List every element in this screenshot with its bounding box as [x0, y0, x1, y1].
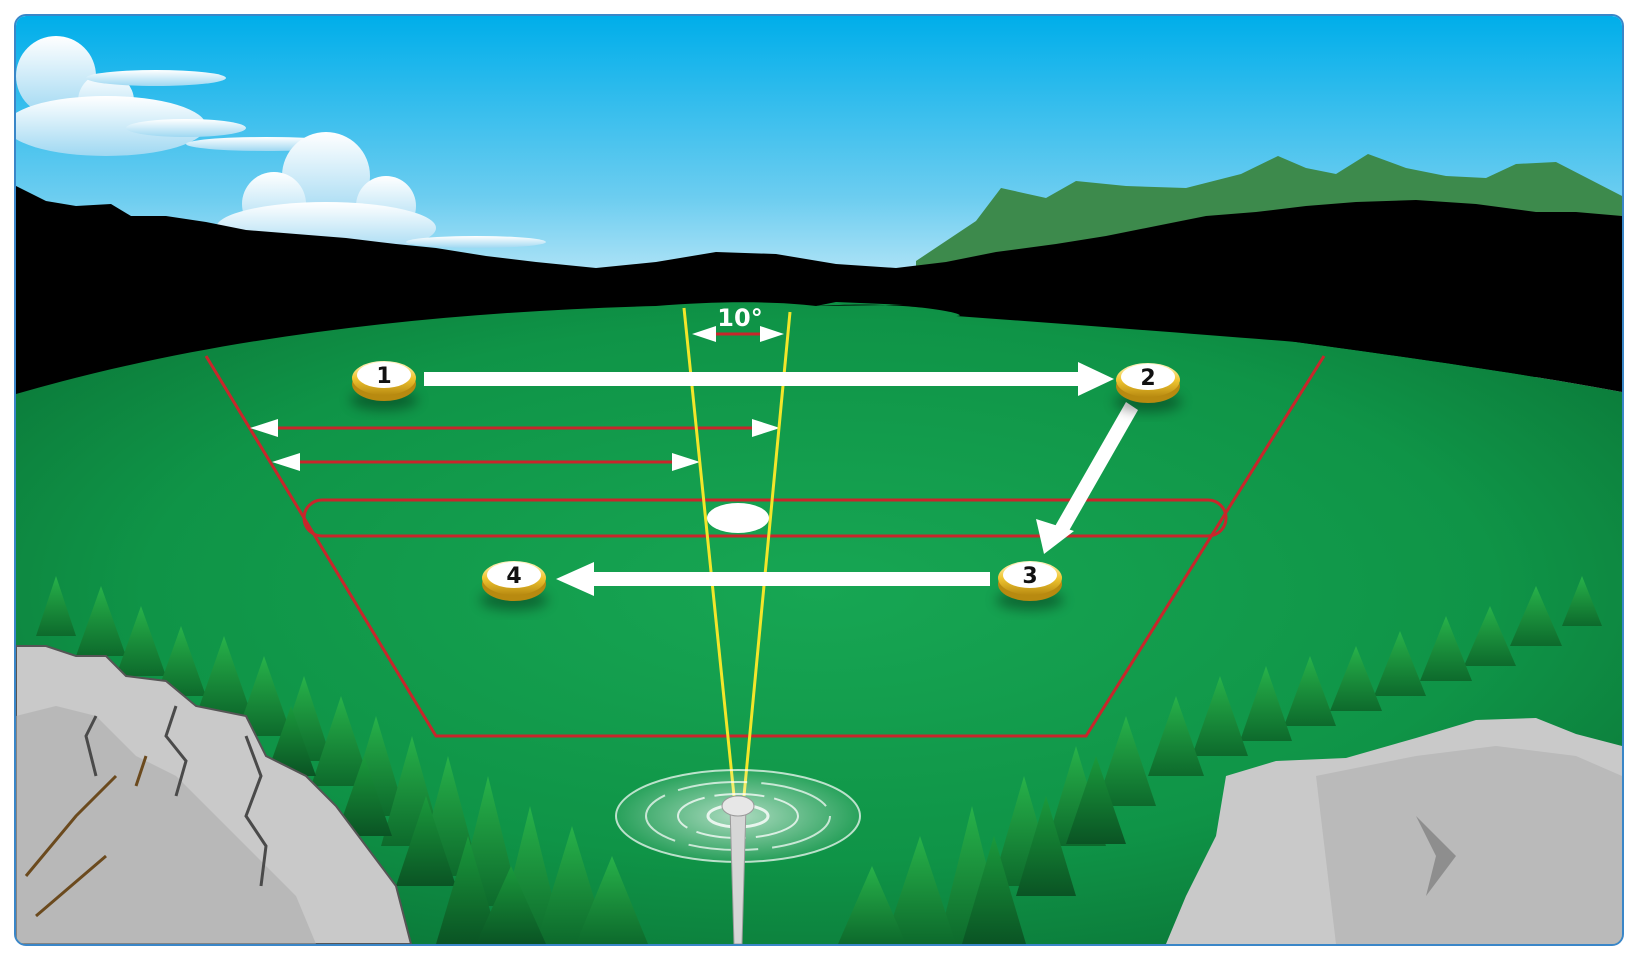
- angle-label: 10°: [717, 304, 762, 332]
- waypoint-marker-icon: 4: [480, 561, 548, 610]
- path-arrow-3-to-4: [556, 562, 990, 596]
- path-arrow-1-to-2: [424, 362, 1114, 396]
- waypoint-label: 4: [506, 564, 521, 589]
- waypoint-label: 3: [1022, 564, 1037, 589]
- illustration-frame: 10° 1 2 3 4: [14, 14, 1624, 946]
- rock-icon: [1166, 718, 1622, 944]
- waypoint-marker-icon: 1: [350, 361, 418, 410]
- distance-arrow-upper: [250, 419, 780, 437]
- survey-area-boundary: [204, 355, 1326, 738]
- waypoint-label: 1: [376, 364, 391, 389]
- distance-arrow-lower: [272, 453, 700, 471]
- waypoint-label: 2: [1140, 366, 1155, 391]
- pass-lane: [302, 498, 1228, 538]
- path-arrow-2-to-3: [1036, 402, 1138, 554]
- target-spot: [707, 503, 769, 533]
- rock-icon: [16, 645, 413, 944]
- drone-icon: [615, 769, 861, 944]
- cloud-icon: [216, 132, 546, 254]
- view-angle-lines: [682, 307, 792, 797]
- treeline-fringe: [816, 304, 1622, 392]
- forest-right-back: [962, 756, 1126, 944]
- flight-pattern-diagram: 10° 1 2 3 4: [16, 16, 1622, 944]
- forest-left-back: [266, 706, 546, 944]
- angle-indicator: 10°: [692, 304, 784, 342]
- waypoint-marker-icon: 2: [1114, 363, 1182, 412]
- waypoint-marker-icon: 3: [996, 561, 1064, 610]
